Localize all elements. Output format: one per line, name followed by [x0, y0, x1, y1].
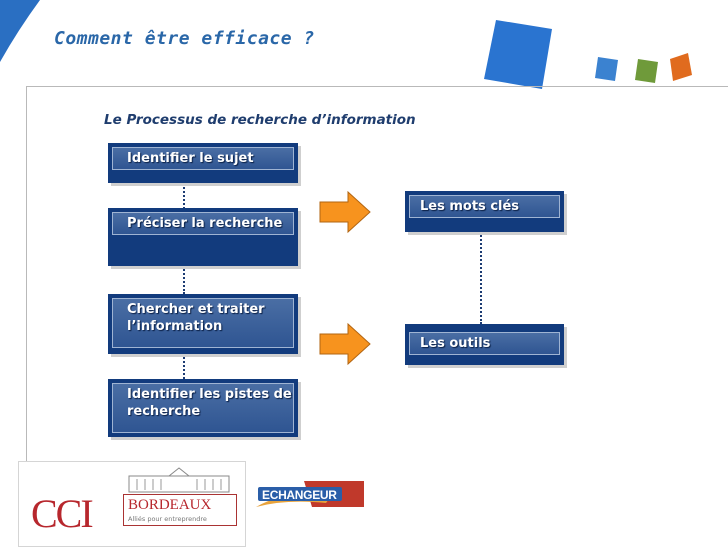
right-arrow-icon [318, 322, 372, 366]
cci-logo-text: CCI [31, 490, 92, 537]
step-box-refine-search: Préciser la recherche [108, 208, 298, 266]
bordeaux-label-block: BORDEAUX Alliés pour entreprendre [123, 494, 237, 526]
bordeaux-text: BORDEAUX [128, 497, 211, 514]
step-label: Chercher et traiter l’information [112, 298, 294, 348]
corner-decoration [0, 0, 60, 70]
step-box-research-leads: Identifier les pistes de recherche [108, 379, 298, 437]
connector-dots [183, 183, 185, 209]
decorative-squares [470, 15, 720, 95]
step-box-search-process: Chercher et traiter l’information [108, 294, 298, 354]
result-label: Les mots clés [409, 195, 560, 218]
connector-dots [183, 266, 185, 294]
result-box-keywords: Les mots clés [405, 191, 564, 232]
step-label: Préciser la recherche [112, 212, 294, 235]
connector-dots [183, 353, 185, 379]
tagline-text: Alliés pour entreprendre [128, 515, 207, 523]
echangeur-text: ECHANGEUR [262, 488, 337, 502]
diagram-subtitle: Le Processus de recherche d’information [104, 112, 416, 128]
result-box-tools: Les outils [405, 324, 564, 365]
frame-left-line [26, 86, 27, 466]
result-label: Les outils [409, 332, 560, 355]
step-label: Identifier les pistes de recherche [112, 383, 294, 433]
step-label: Identifier le sujet [112, 147, 294, 170]
connector-dots [480, 232, 482, 324]
right-arrow-icon [318, 190, 372, 234]
building-icon [125, 466, 233, 494]
cci-bordeaux-logo: CCI BORDEAUX Alliés pour entreprendre [18, 461, 246, 547]
page-title: Comment être efficace ? [54, 28, 315, 49]
step-box-identify-subject: Identifier le sujet [108, 143, 298, 183]
frame-top-line [26, 86, 728, 87]
